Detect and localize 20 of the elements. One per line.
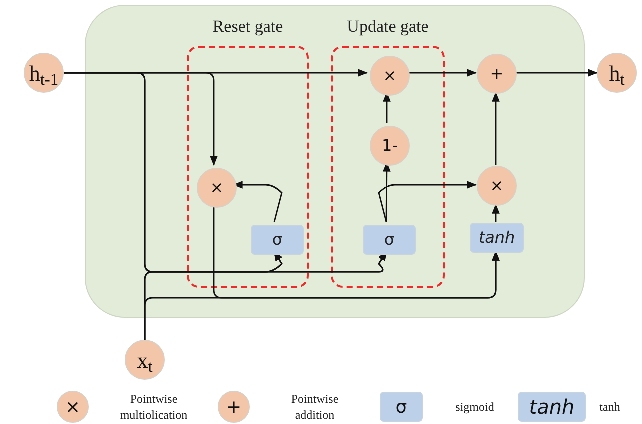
arrow [213,205,500,299]
legend-symbol: + [226,396,242,420]
activation-box: σ [251,225,304,255]
cell-panel [85,5,585,318]
legend-label: Pointwise multiolication [119,391,189,423]
legend-label: Pointwise addition [290,391,340,423]
arrow [492,92,500,165]
arrow [516,69,598,77]
legend-label: tanh [598,399,622,415]
activation-box: σ [363,225,416,255]
legend-label: sigmoid [454,399,496,415]
legend-symbol: tanh [529,394,575,421]
arrow [407,69,477,77]
arrow [378,181,477,222]
activation-box: tanh [470,223,524,253]
gate-title: Reset gate [212,16,284,38]
legend-symbol: σ [396,396,408,420]
gate-title: Update gate [347,16,429,38]
legend-symbol: × [65,396,81,420]
arrow [492,204,500,222]
